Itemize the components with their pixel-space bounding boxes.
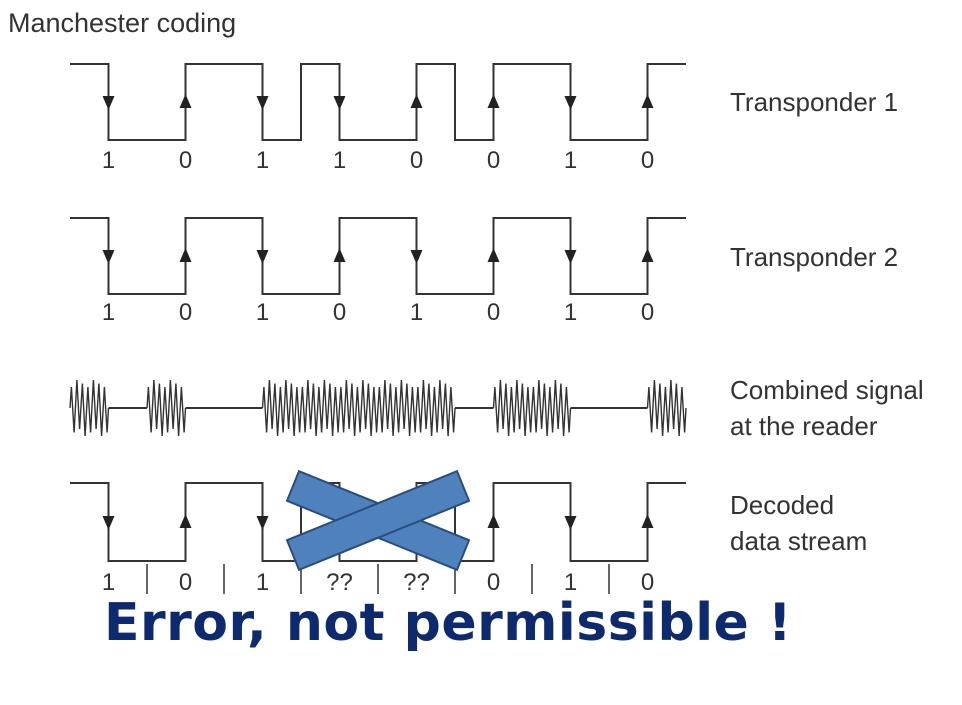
transponder-2-label: Transponder 2 [730,242,899,272]
combined-burst [377,379,418,437]
t2-bit-label: 0 [487,299,500,326]
t2-arrow-up-icon [487,248,500,262]
diagram-title: Manchester coding [8,8,237,38]
t2-bit-label: 1 [564,299,577,326]
decoded-arrow-up-icon [179,514,192,528]
combined-burst [300,379,341,437]
t2-bit-label: 0 [333,299,346,326]
t2-arrow-up-icon [333,248,346,262]
decoded-bit-label: 1 [256,569,269,596]
t2-trace [70,217,686,295]
transponder-1-label: Transponder 1 [730,87,899,117]
t2-arrow-up-icon [641,248,654,262]
t1-arrow-up-icon [641,94,654,108]
decoded-bit-label: 0 [179,569,192,596]
combined-signal-label-line-2: at the reader [730,411,878,441]
t2-arrow-down-icon [564,250,577,264]
t1-arrow-down-icon [256,96,269,110]
combined-burst [531,379,572,437]
decoded-stream-label-line-1: Decoded [730,490,835,520]
decoded-trace [70,482,686,562]
decoded-bit-label: ?? [403,569,430,596]
t1-trace [70,63,686,141]
combined-burst [492,379,533,437]
combined-signal-label: Combined signal at the reader [730,372,924,444]
t2-arrow-down-icon [102,250,115,264]
t1-arrow-down-icon [333,96,346,110]
t1-bit-label: 0 [410,147,423,174]
t1-bit-label: 1 [256,147,269,174]
t1-bit-label: 0 [179,147,192,174]
cross-bar-2 [285,469,471,572]
t1-bit-label: 0 [641,147,654,174]
t2-bit-label: 0 [641,299,654,326]
error-message: Error, not permissible ! [104,593,793,653]
error-cross-icon [285,469,471,572]
combined-signal-label-line-1: Combined signal [730,375,924,405]
t1-arrow-down-icon [564,96,577,110]
decoded-stream-label: Decoded data stream [730,487,867,559]
t1-bit-label: 0 [487,147,500,174]
decoded-arrow-up-icon [487,514,500,528]
decoded-bit-label: 1 [102,569,115,596]
t2-bit-label: 1 [102,299,115,326]
t2-arrow-up-icon [179,248,192,262]
transponder-1-waveform: 1 0 1 1 0 0 1 0 [70,63,686,174]
t1-arrow-up-icon [410,94,423,108]
decoded-bit-label: 0 [641,569,654,596]
decoded-bit-label: ?? [326,569,353,596]
combined-burst [415,379,456,437]
decoded-bit-label: 0 [487,569,500,596]
t2-bit-label: 1 [256,299,269,326]
decoded-arrow-down-icon [564,516,577,530]
t1-bit-label: 1 [564,147,577,174]
decoded-bit-label: 1 [564,569,577,596]
decoded-arrow-down-icon [256,516,269,530]
t2-arrow-down-icon [410,250,423,264]
decoded-arrow-up-icon [641,514,654,528]
combined-signal-waveform [69,379,687,437]
decoded-stream-label-line-2: data stream [730,526,868,556]
t1-arrow-up-icon [487,94,500,108]
t1-bit-label: 1 [102,147,115,174]
decoded-arrow-down-icon [102,516,115,530]
transponder-2-waveform: 1 0 1 0 1 0 1 0 [70,217,686,326]
combined-burst [69,379,110,437]
combined-burst [338,379,379,437]
combined-burst [646,379,687,437]
t2-arrow-down-icon [256,250,269,264]
combined-burst [146,379,187,437]
t1-arrow-up-icon [179,94,192,108]
combined-burst [261,379,302,437]
t2-bit-label: 1 [410,299,423,326]
t2-bit-label: 0 [179,299,192,326]
decoded-data-waveform: 1 0 1???? 0 1 0 [70,482,686,596]
t1-bit-label: 1 [333,147,346,174]
t1-arrow-down-icon [102,96,115,110]
